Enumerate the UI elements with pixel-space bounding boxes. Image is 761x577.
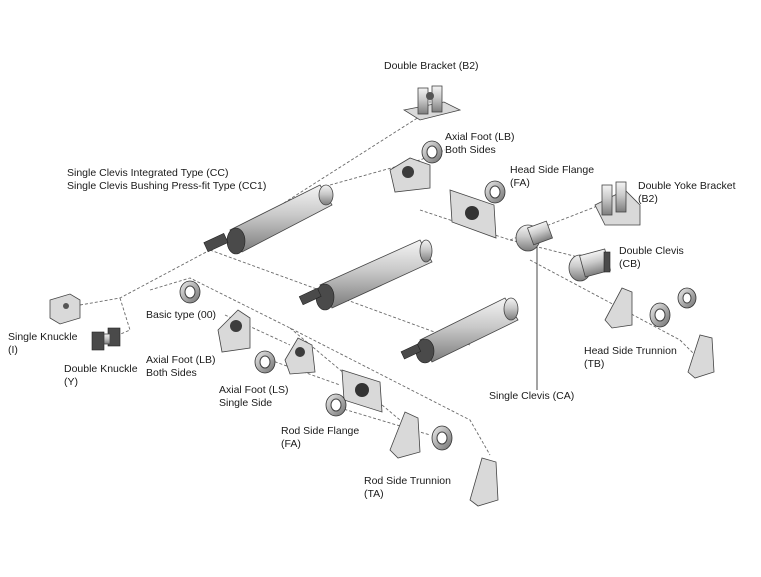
label-single-clevis-ca: Single Clevis (CA) <box>489 390 575 402</box>
cylinder-middle-part <box>298 239 433 311</box>
label-single-knuckle: Single Knuckle (I) <box>8 331 78 356</box>
label-double-knuckle: Double Knuckle (Y) <box>64 363 138 388</box>
double-bracket-b2-part <box>402 85 462 121</box>
single-clevis-ca-part <box>515 220 553 252</box>
basic-type-part <box>179 280 201 304</box>
label-head-side-flange: Head Side Flange (FA) <box>510 164 595 189</box>
label-rod-side-trunnion: Rod Side Trunnion (TA) <box>364 475 451 500</box>
label-axial-foot-ls: Axial Foot (LS) Single Side <box>219 384 289 409</box>
axial-foot-ls-part <box>254 337 316 375</box>
cylinder-bottom-part <box>400 297 519 364</box>
label-single-clevis-cc: Single Clevis Integrated Type (CC) Singl… <box>67 167 267 192</box>
label-rod-side-flange: Rod Side Flange (FA) <box>281 425 360 450</box>
head-side-trunnion-part <box>604 287 715 379</box>
rod-side-trunnion-part <box>389 411 499 507</box>
label-double-bracket-b2: Double Bracket (B2) <box>384 60 479 72</box>
single-knuckle-part <box>49 293 81 325</box>
axial-foot-lb-left-part <box>217 309 251 353</box>
double-yoke-bracket-part <box>594 181 641 226</box>
double-clevis-cb-part <box>568 248 611 282</box>
label-axial-foot-lb-left: Axial Foot (LB) Both Sides <box>146 354 216 379</box>
label-axial-foot-lb-top: Axial Foot (LB) Both Sides <box>445 131 515 156</box>
label-double-yoke-bracket: Double Yoke Bracket (B2) <box>638 180 736 205</box>
label-basic-type: Basic type (00) <box>146 309 217 321</box>
double-knuckle-part <box>91 327 121 351</box>
axial-foot-lb-top-part <box>389 140 443 193</box>
label-double-clevis: Double Clevis (CB) <box>619 245 684 270</box>
cylinder-top-part <box>203 184 334 255</box>
head-side-flange-part <box>449 180 506 239</box>
rod-side-flange-part <box>325 369 383 417</box>
label-head-side-trunnion: Head Side Trunnion (TB) <box>584 345 677 370</box>
